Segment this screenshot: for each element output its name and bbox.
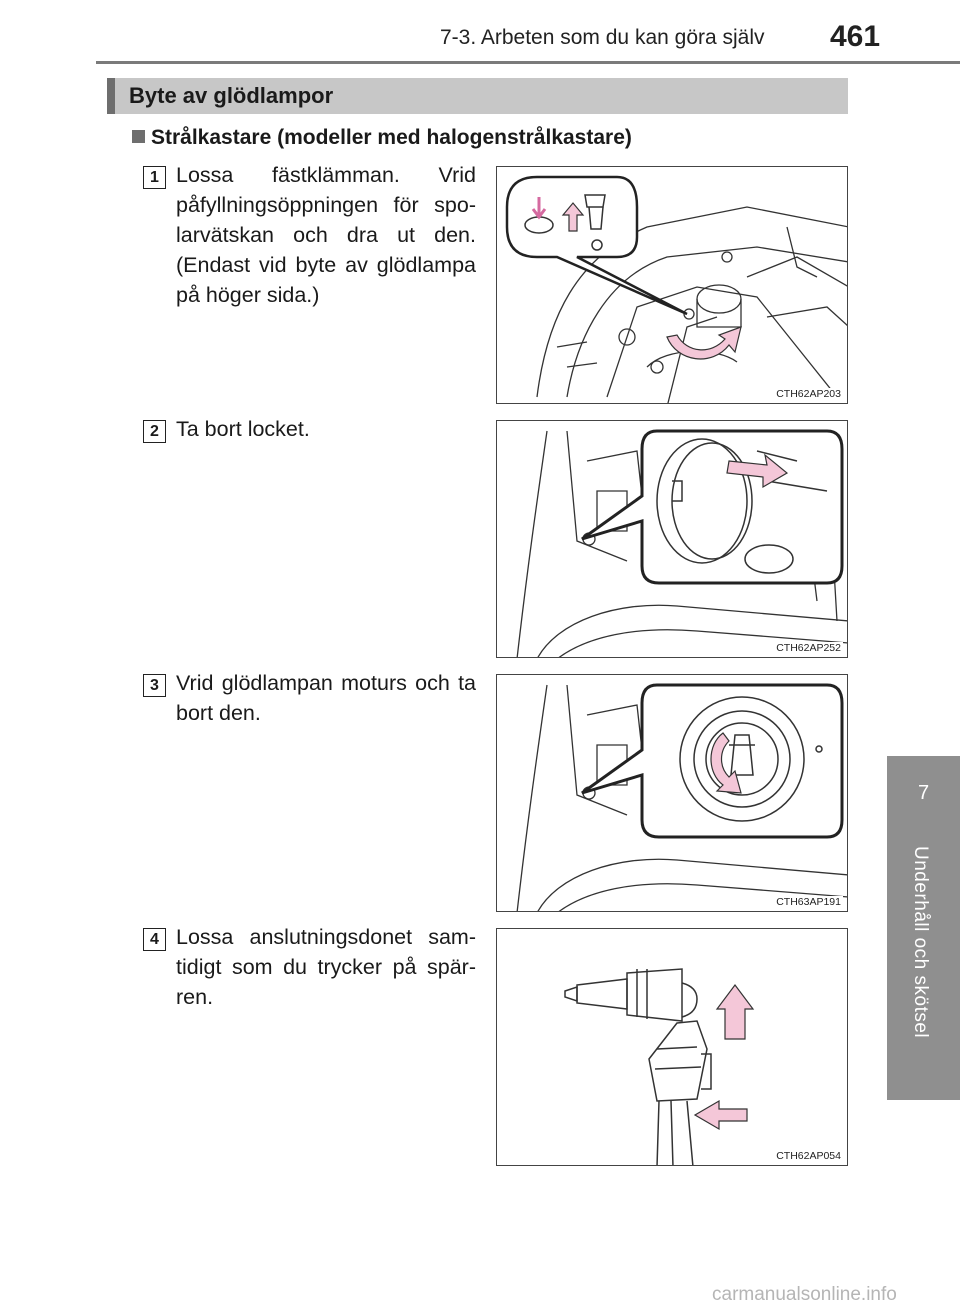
step-number-4: 4 — [143, 928, 166, 951]
header-rule — [96, 61, 960, 64]
chapter-tab: 7 Underhåll och skötsel — [887, 756, 960, 1100]
sub-heading-text: Strålkastare (modeller med halogenstrålk… — [151, 126, 632, 149]
section-heading-text: Byte av glödlampor — [129, 83, 334, 108]
step-text-2: Ta bort locket. — [176, 417, 310, 441]
figure-code-4: CTH62AP054 — [774, 1150, 843, 1162]
figure-step-3: CTH63AP191 — [496, 674, 848, 912]
step-number-2: 2 — [143, 420, 166, 443]
figure-code-2: CTH62AP252 — [774, 642, 843, 654]
step-text-4: Lossa anslutningsdonet sam-tidigt som du… — [176, 925, 476, 1009]
figure-code-3: CTH63AP191 — [774, 896, 843, 908]
step-text-1: Lossa fästklämman. Vrid påfyllningsöppni… — [176, 163, 476, 307]
figure-code-1: CTH62AP203 — [774, 388, 843, 400]
step-text-3: Vrid glödlampan moturs och ta bort den. — [176, 671, 476, 725]
figure-step-4: CTH62AP054 — [496, 928, 848, 1166]
step-number-1: 1 — [143, 166, 166, 189]
headlamp-bulb-illustration — [516, 683, 847, 911]
chapter-number: 7 — [917, 782, 930, 804]
headlamp-cover-illustration — [516, 429, 847, 657]
figure-step-1: CTH62AP203 — [496, 166, 848, 404]
bulb-connector-illustration — [564, 968, 755, 1165]
step-number-3: 3 — [143, 674, 166, 697]
washer-cap-illustration — [505, 175, 847, 403]
watermark: carmanualsonline.info — [712, 1284, 897, 1305]
page-number: 461 — [830, 20, 881, 53]
sub-heading: Strålkastare (modeller med halogenstrålk… — [132, 126, 632, 150]
chapter-label: Underhåll och skötsel — [910, 846, 931, 1039]
section-heading: Byte av glödlampor — [107, 78, 848, 114]
square-bullet-icon — [132, 130, 145, 143]
figure-step-2: CTH62AP252 — [496, 420, 848, 658]
running-header: 7-3. Arbeten som du kan göra själv — [440, 26, 765, 49]
